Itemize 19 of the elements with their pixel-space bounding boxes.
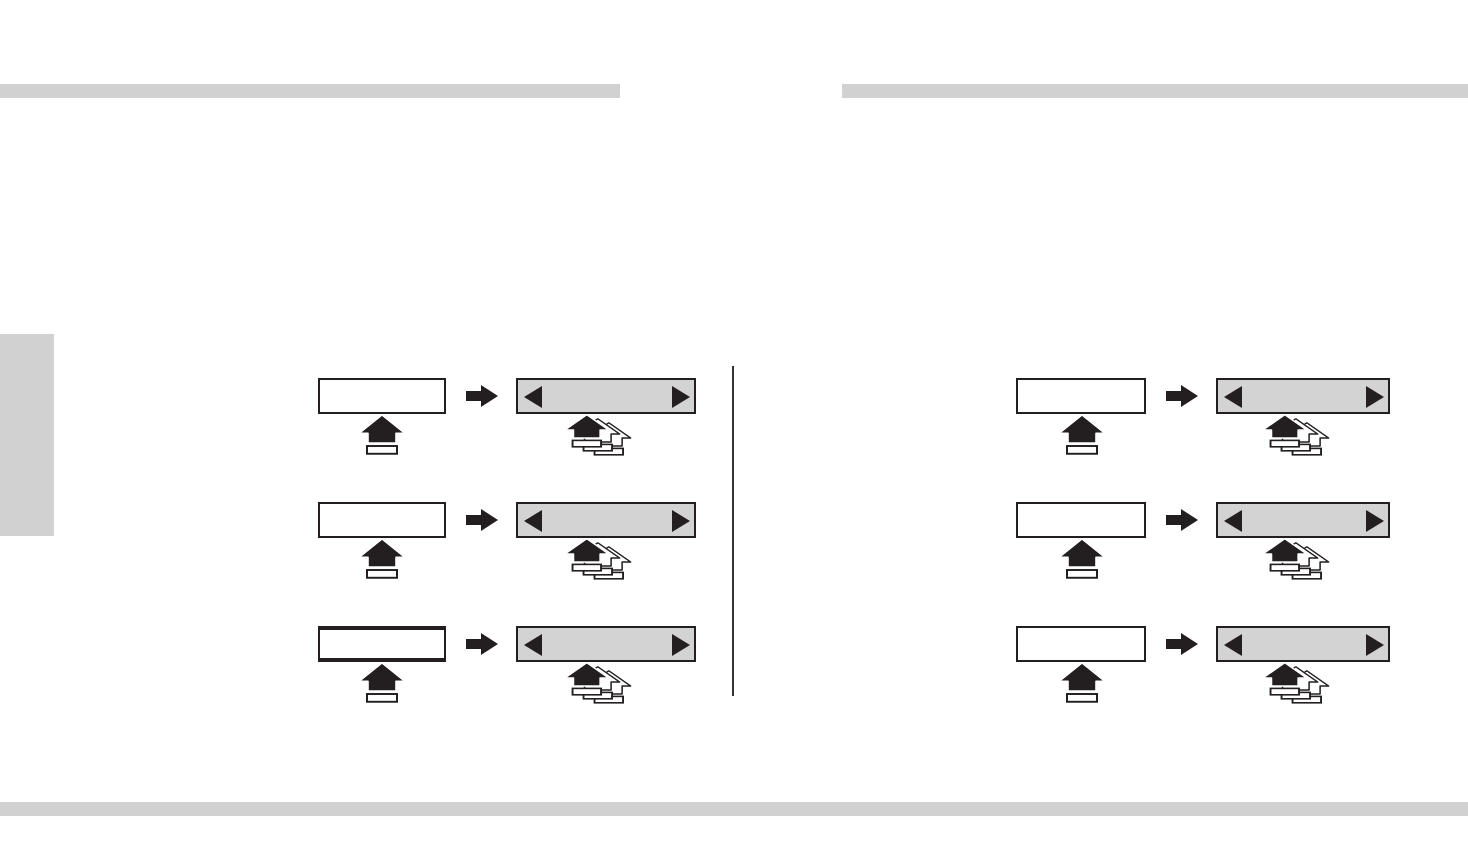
- arrow: [1166, 633, 1198, 655]
- blank-display-box: [1016, 626, 1146, 662]
- arrow: [466, 385, 498, 407]
- blank-display-box: [1016, 378, 1146, 414]
- arrow: [466, 633, 498, 655]
- selector-display-box: [1216, 502, 1390, 538]
- side-tab: [0, 334, 54, 536]
- selector-display-box: [516, 502, 696, 538]
- selector-display-box: [516, 626, 696, 662]
- selector-display-box: [1216, 626, 1390, 662]
- selector-display-box: [1216, 378, 1390, 414]
- blank-display-box: [318, 378, 446, 414]
- arrow: [466, 509, 498, 531]
- arrow: [1166, 385, 1198, 407]
- blank-display-box: [1016, 502, 1146, 538]
- blank-display-box: [318, 502, 446, 538]
- blank-display-box: [318, 626, 446, 662]
- selector-display-box: [516, 378, 696, 414]
- arrow: [1166, 509, 1198, 531]
